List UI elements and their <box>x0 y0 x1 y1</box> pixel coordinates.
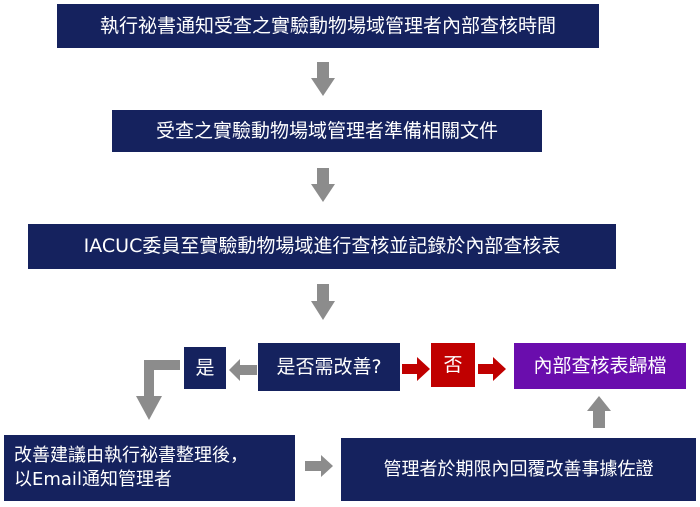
improve-notice-label: 改善建議由執行祕書整理後， 以Email通知管理者 <box>14 444 248 490</box>
arrow-right-no-1 <box>402 357 430 381</box>
step3-label: IACUC委員至實驗動物場域進行查核並記錄於內部查核表 <box>83 235 561 258</box>
decision-label: 是否需改善? <box>276 355 382 378</box>
no-box: 否 <box>431 343 475 387</box>
arrow-up-reply <box>587 396 611 428</box>
arrow-down-1 <box>311 62 335 96</box>
no-label: 否 <box>443 353 463 376</box>
decision-box: 是否需改善? <box>258 343 400 391</box>
yes-box: 是 <box>184 347 226 389</box>
yes-label: 是 <box>195 356 215 379</box>
step2-label: 受查之實驗動物場域管理者準備相關文件 <box>155 119 498 142</box>
step3-box: IACUC委員至實驗動物場域進行查核並記錄於內部查核表 <box>28 224 616 269</box>
step1-label: 執行祕書通知受查之實驗動物場域管理者內部查核時間 <box>99 14 556 37</box>
reply-box: 管理者於期限內回覆改善事據佐證 <box>341 438 696 501</box>
arrow-left-yes <box>229 359 257 381</box>
improve-notice-box: 改善建議由執行祕書整理後， 以Email通知管理者 <box>4 435 295 501</box>
step1-box: 執行祕書通知受查之實驗動物場域管理者內部查核時間 <box>57 4 599 48</box>
reply-label: 管理者於期限內回覆改善事據佐證 <box>383 458 654 480</box>
arrow-elbow-yes <box>130 360 182 422</box>
step2-box: 受查之實驗動物場域管理者準備相關文件 <box>112 110 542 152</box>
arrow-right-bottom <box>305 455 333 477</box>
archive-box: 內部查核表歸檔 <box>514 343 686 389</box>
arrow-down-3 <box>311 284 335 320</box>
arrow-right-no-2 <box>478 357 506 381</box>
arrow-down-2 <box>311 168 335 202</box>
archive-label: 內部查核表歸檔 <box>533 354 667 377</box>
